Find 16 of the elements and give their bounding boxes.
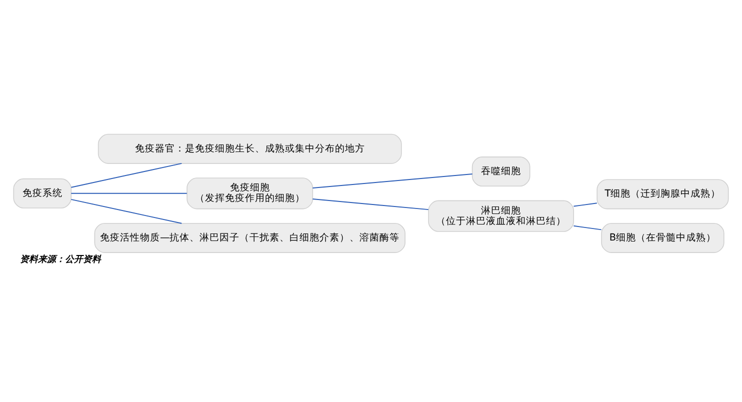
node-box: 免疫器官：是免疫细胞生长、成熟或集中分布的地方 bbox=[98, 133, 402, 164]
connector bbox=[70, 162, 182, 188]
node-box: 免疫活性物质—抗体、淋巴因子（干扰素、白细胞介素）、溶菌酶等 bbox=[94, 222, 406, 252]
node-box: 吞噬细胞 bbox=[472, 156, 530, 186]
connector bbox=[312, 198, 429, 210]
node-box: 免疫细胞 （发挥免疫作用的细胞） bbox=[186, 177, 314, 209]
node-box: 免疫系统 bbox=[13, 178, 72, 208]
node-box: T细胞（迁到胸腺中成熟） bbox=[596, 178, 729, 209]
connector bbox=[573, 202, 598, 206]
connector bbox=[573, 224, 602, 230]
node-box: B细胞（在骨髓中成熟） bbox=[601, 222, 724, 252]
connector bbox=[70, 192, 188, 194]
node-box: 淋巴细胞 （位于淋巴液血液和淋巴结） bbox=[428, 200, 574, 232]
connector bbox=[312, 172, 473, 188]
connector bbox=[70, 198, 182, 224]
caption: 资料来源：公开资料 bbox=[20, 254, 102, 265]
